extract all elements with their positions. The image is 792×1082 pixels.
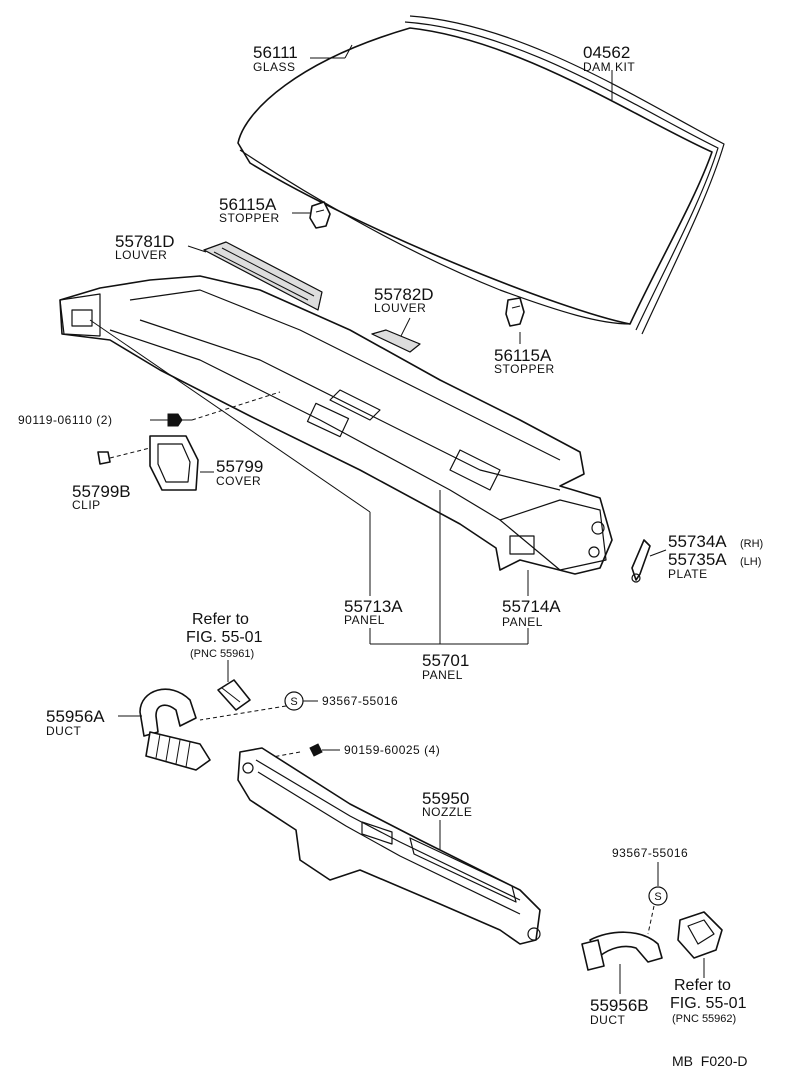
svg-text:DUCT: DUCT — [590, 1013, 625, 1027]
svg-text:DAM KIT: DAM KIT — [583, 60, 635, 74]
label-55701: 55701 PANEL — [422, 651, 469, 682]
label-55956b: 55956B DUCT — [590, 996, 649, 1027]
svg-text:LOUVER: LOUVER — [115, 248, 167, 262]
svg-text:56111: 56111 — [253, 43, 298, 62]
bracket-ref-1[interactable] — [217, 660, 251, 711]
screw-symbol-s-1[interactable]: S — [199, 691, 318, 721]
svg-text:93567-55016: 93567-55016 — [322, 694, 398, 708]
label-ref-2: Refer to FIG. 55-01 (PNC 55962) — [670, 977, 747, 1025]
svg-text:55735A: 55735A — [668, 550, 727, 569]
duct-55956a[interactable] — [118, 688, 211, 771]
svg-text:PANEL: PANEL — [422, 668, 463, 682]
stopper-middle[interactable] — [505, 297, 525, 327]
leaders-panels — [89, 319, 529, 645]
svg-text:CLIP: CLIP — [72, 498, 101, 512]
svg-text:PLATE: PLATE — [668, 567, 708, 581]
svg-text:(LH): (LH) — [740, 556, 761, 568]
svg-text:93567-55016: 93567-55016 — [612, 846, 688, 860]
footer-code: MB F020-D — [672, 1053, 747, 1069]
svg-text:90159-60025 (4): 90159-60025 (4) — [344, 743, 440, 757]
svg-text:55714A: 55714A — [502, 597, 561, 616]
label-55735a: 55735A (LH) PLATE — [668, 550, 761, 581]
svg-text:Refer to: Refer to — [674, 977, 731, 994]
label-ref-1: Refer to FIG. 55-01 (PNC 55961) — [186, 611, 263, 660]
label-55799: 55799 COVER — [216, 457, 263, 488]
svg-text:90119-06110 (2): 90119-06110 (2) — [18, 413, 112, 427]
svg-text:55781D: 55781D — [115, 232, 175, 251]
svg-text:Refer to: Refer to — [192, 611, 249, 628]
svg-text:55713A: 55713A — [344, 597, 403, 616]
label-55781d: 55781D LOUVER — [115, 232, 175, 262]
label-55950: 55950 NOZZLE — [422, 789, 472, 819]
svg-text:55734A: 55734A — [668, 532, 727, 551]
svg-text:GLASS: GLASS — [253, 60, 296, 74]
svg-text:(PNC 55962): (PNC 55962) — [672, 1013, 736, 1025]
svg-text:NOZZLE: NOZZLE — [422, 805, 472, 819]
svg-text:STOPPER: STOPPER — [494, 362, 555, 376]
windshield-glass[interactable] — [237, 27, 713, 325]
nozzle-55950[interactable] — [237, 747, 541, 945]
clip-55799b[interactable] — [97, 447, 151, 465]
label-55799b: 55799B CLIP — [72, 482, 131, 512]
svg-text:DUCT: DUCT — [46, 724, 81, 738]
svg-text:LOUVER: LOUVER — [374, 301, 426, 315]
dam-kit[interactable] — [404, 15, 725, 335]
label-90119: 90119-06110 (2) — [18, 413, 112, 427]
label-56115a-top: 56115A STOPPER — [219, 195, 280, 225]
svg-text:56115A: 56115A — [219, 195, 277, 214]
screw-symbol-s-2[interactable]: S — [647, 862, 668, 935]
svg-text:STOPPER: STOPPER — [219, 211, 280, 225]
svg-text:55701: 55701 — [422, 651, 469, 670]
stopper-top[interactable] — [309, 201, 331, 229]
svg-text:PANEL: PANEL — [344, 613, 385, 627]
bracket-ref-2[interactable] — [677, 911, 723, 978]
cowl-panel-assembly[interactable] — [59, 275, 613, 575]
label-55714a: 55714A PANEL — [502, 597, 561, 629]
label-55956a: 55956A DUCT — [46, 707, 105, 738]
louver-55782d[interactable] — [370, 329, 421, 353]
svg-text:PANEL: PANEL — [502, 615, 543, 629]
svg-text:55799: 55799 — [216, 457, 263, 476]
label-04562: 04562 DAM KIT — [583, 43, 635, 74]
label-93567-a: 93567-55016 — [322, 694, 398, 708]
svg-text:55782D: 55782D — [374, 285, 434, 304]
duct-55956b[interactable] — [581, 931, 663, 994]
cover-55799[interactable] — [149, 435, 214, 491]
svg-text:04562: 04562 — [583, 43, 630, 62]
bolt-90119[interactable] — [150, 391, 281, 427]
svg-text:55950: 55950 — [422, 789, 469, 808]
label-55782d: 55782D LOUVER — [374, 285, 434, 315]
svg-text:55956B: 55956B — [590, 996, 649, 1015]
svg-text:55799B: 55799B — [72, 482, 131, 501]
label-56115a-mid: 56115A STOPPER — [494, 346, 555, 376]
plate-55734a-55735a[interactable] — [631, 539, 667, 583]
svg-text:COVER: COVER — [216, 474, 261, 488]
label-93567-b: 93567-55016 — [612, 846, 688, 860]
svg-text:55956A: 55956A — [46, 707, 105, 726]
leaders-top — [187, 44, 613, 344]
label-56111: 56111 GLASS — [253, 43, 298, 74]
svg-text:(PNC 55961): (PNC 55961) — [190, 648, 254, 660]
svg-text:(RH): (RH) — [740, 538, 763, 550]
label-90159: 90159-60025 (4) — [344, 743, 440, 757]
label-55734a: 55734A (RH) — [668, 532, 763, 551]
label-55713a: 55713A PANEL — [344, 597, 403, 627]
svg-text:S: S — [654, 891, 661, 903]
svg-text:S: S — [290, 696, 297, 708]
svg-text:FIG. 55-01: FIG. 55-01 — [670, 995, 747, 1012]
svg-text:FIG. 55-01: FIG. 55-01 — [186, 629, 263, 646]
louver-55781d[interactable] — [203, 241, 323, 311]
svg-text:56115A: 56115A — [494, 346, 552, 365]
svg-text:MB F020-D: MB F020-D — [672, 1053, 747, 1069]
